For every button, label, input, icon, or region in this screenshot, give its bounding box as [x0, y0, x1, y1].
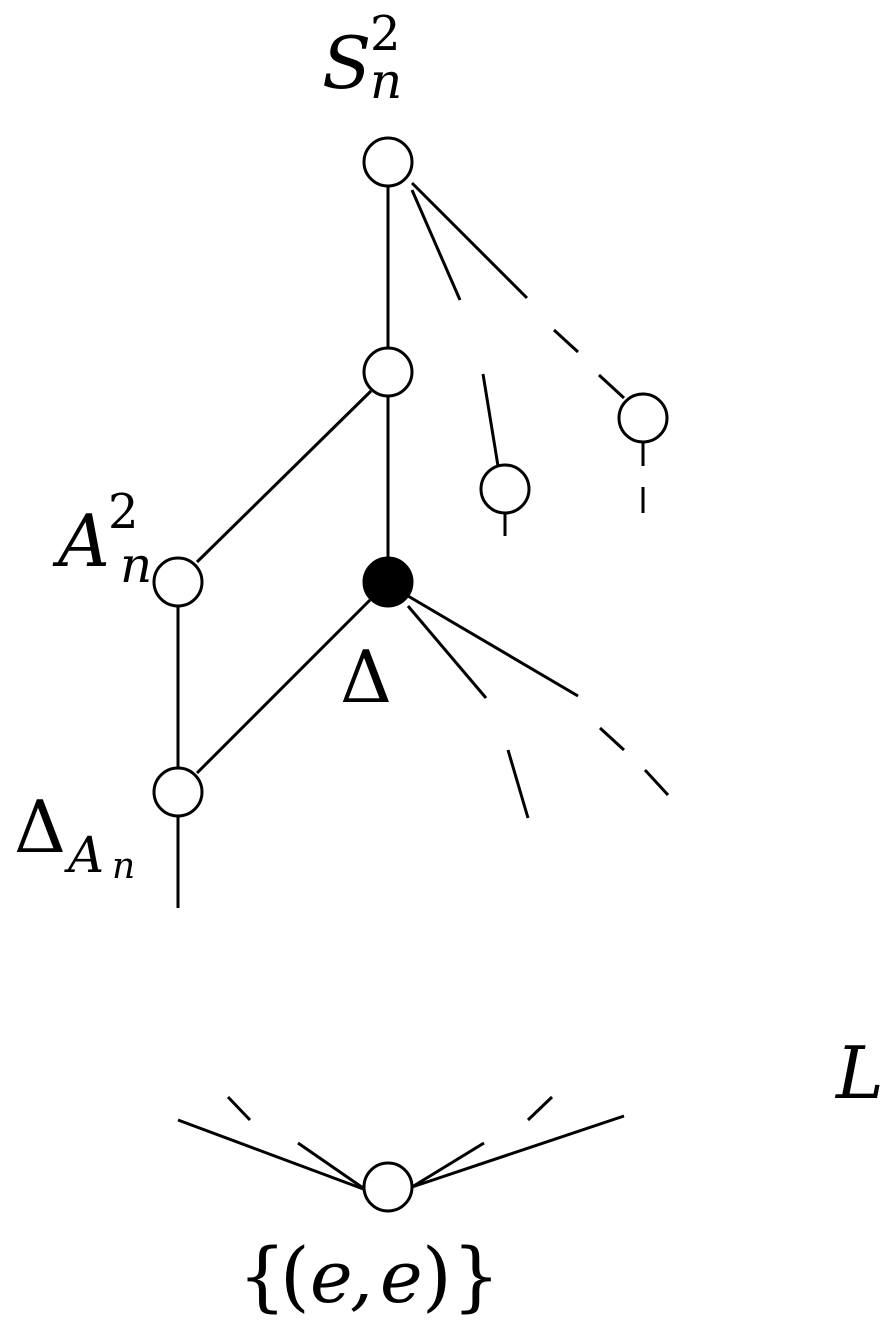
edge-top-branch-2: [410, 181, 529, 300]
edge-mid-alt: [195, 389, 373, 564]
edge-delta-dash-a: [598, 726, 626, 752]
label-top-sup: 2: [370, 6, 401, 62]
label-lattice: L: [834, 1031, 884, 1115]
label-bottom-brace-close: }: [452, 1231, 500, 1320]
label-diag-alt-sub-sub: n: [112, 846, 135, 887]
node-small: [479, 463, 531, 515]
edge-delta-dash-c: [506, 749, 530, 819]
node-mid: [362, 346, 414, 398]
node-delta-alt: [152, 766, 204, 818]
label-bottom-paren-open: (: [280, 1231, 310, 1320]
edge-bottom-right-dash: [526, 1095, 554, 1122]
label-top-base: S: [322, 21, 371, 105]
label-alt-sup: 2: [108, 484, 139, 540]
label-diag: Δ: [340, 635, 392, 719]
nodes: [152, 136, 669, 1213]
edge-to-node-small: [481, 373, 500, 467]
label-bottom-e2: e: [380, 1235, 423, 1319]
edge-top-dash-a: [552, 328, 580, 354]
node-right: [617, 392, 669, 444]
edge-top-branch-1: [410, 189, 462, 301]
label-top-sub: n: [370, 52, 402, 110]
edge-bottom-left-dash: [226, 1095, 252, 1122]
label-bottom-e1: e: [310, 1235, 353, 1319]
label-bottom-brace-open: {: [238, 1231, 286, 1320]
edge-bottom-right-mid: [411, 1141, 485, 1189]
edge-delta-branch-2: [407, 594, 579, 698]
node-top: [362, 136, 414, 188]
edge-bottom-left-mid: [297, 1141, 367, 1192]
edge-bottom-right-long: [411, 1114, 625, 1189]
label-bottom-comma: ,: [350, 1235, 373, 1319]
label-diag-alt-base: Δ: [14, 785, 66, 869]
label-diag-alt-sub-base: A: [64, 826, 104, 884]
edge-delta-branch-1: [406, 605, 488, 699]
label-alt-base: A: [52, 499, 110, 583]
edge-top-dash-b: [597, 373, 626, 400]
edge-delta-deltaalt: [195, 598, 372, 775]
labels: S 2 n A 2 n Δ Δ A n L { ( e , e ) }: [14, 6, 884, 1320]
node-alt: [152, 556, 204, 608]
label-alt-sub: n: [120, 536, 152, 594]
edge-bottom-left-long: [177, 1118, 367, 1192]
edges: [176, 181, 670, 1192]
label-bottom-paren-close: ): [422, 1231, 452, 1320]
node-delta: [362, 556, 414, 608]
edge-delta-dash-b: [643, 768, 670, 797]
node-bottom: [362, 1161, 414, 1213]
